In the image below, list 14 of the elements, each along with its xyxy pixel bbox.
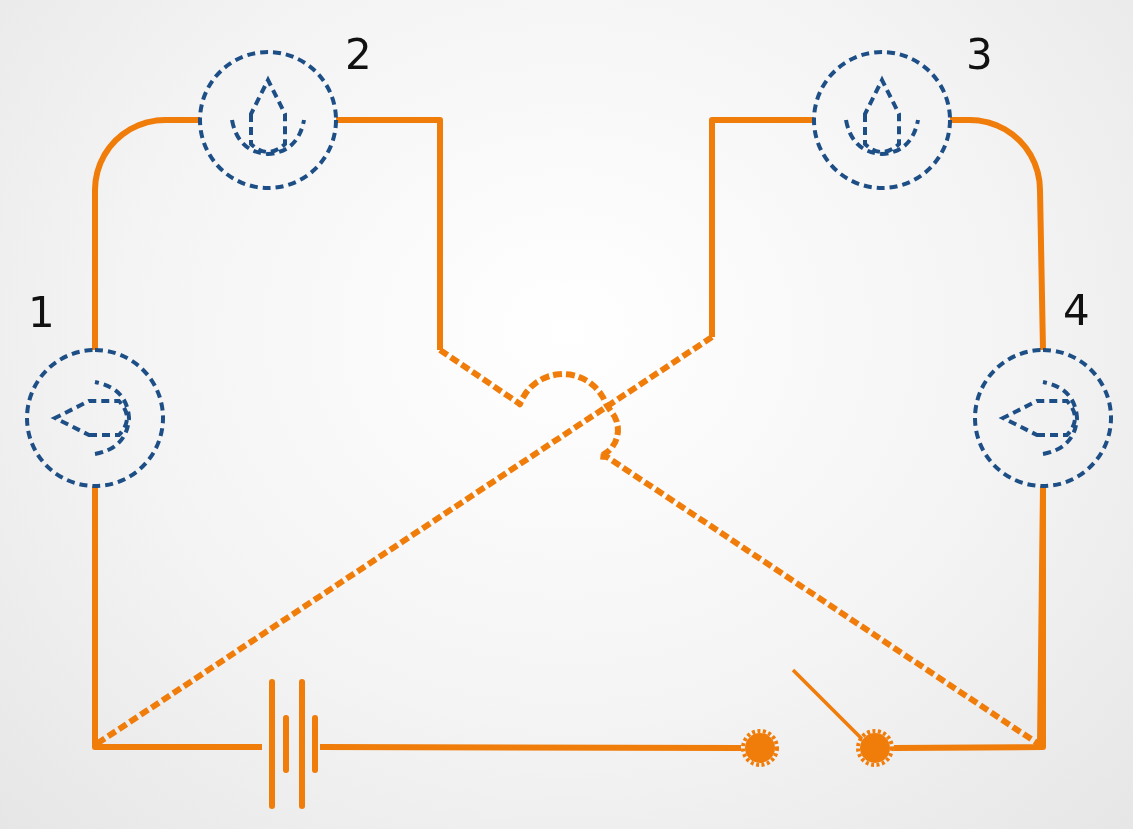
lamp-number: 4 <box>1063 290 1090 332</box>
lamp-symbol <box>810 48 954 192</box>
lamp-number: 1 <box>28 292 55 334</box>
wire <box>950 117 1046 351</box>
wire <box>320 744 741 751</box>
wire <box>92 117 200 350</box>
wire <box>893 486 1046 751</box>
lamp-symbol <box>196 48 340 192</box>
lamp-number: 2 <box>345 34 372 76</box>
lamp-number: 3 <box>966 34 993 76</box>
lamp-symbol <box>23 346 167 490</box>
lamp-symbol <box>971 346 1115 490</box>
switch-contact <box>739 727 781 769</box>
switch-contact <box>854 727 896 769</box>
